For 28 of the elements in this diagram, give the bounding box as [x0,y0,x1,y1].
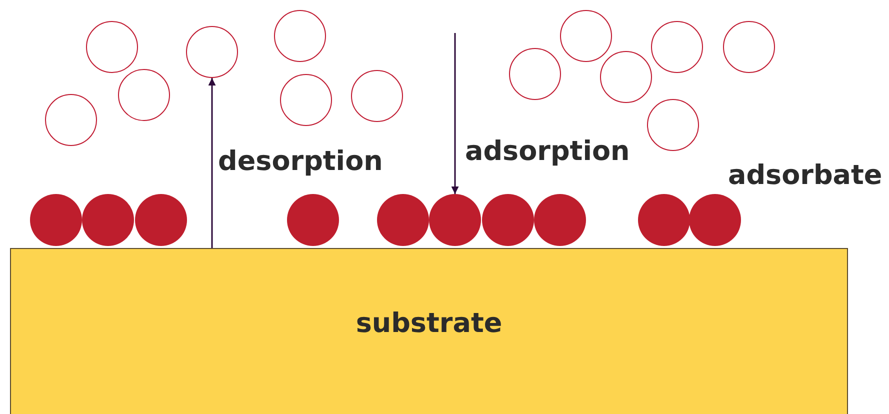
gas-molecule [600,51,652,103]
arrow [208,78,216,248]
adsorbed-molecule [135,194,187,246]
adsorbed-molecule [377,194,429,246]
gas-molecule [45,94,97,146]
gas-molecule [723,21,775,73]
arrow [451,33,459,194]
gas-molecule [86,21,138,73]
adsorbed-molecule [534,194,586,246]
gas-molecule [351,70,403,122]
adsorbed-molecule [287,194,339,246]
adsorbed-molecule [482,194,534,246]
gas-molecule [509,48,561,100]
gas-molecule [647,99,699,151]
adsorbate-label: adsorbate [728,160,882,191]
gas-molecule [186,26,238,78]
gas-molecule [118,69,170,121]
gas-molecule [651,21,703,73]
adsorbed-molecule [429,194,481,246]
gas-molecule [560,10,612,62]
substrate-label: substrate [356,308,502,338]
gas-molecule [280,74,332,126]
adsorbed-molecule [638,194,690,246]
gas-molecule [274,10,326,62]
adsorbed-molecule [30,194,82,246]
adsorbed-molecule [82,194,134,246]
substrate-block [10,248,848,414]
adsorbed-molecule [689,194,741,246]
